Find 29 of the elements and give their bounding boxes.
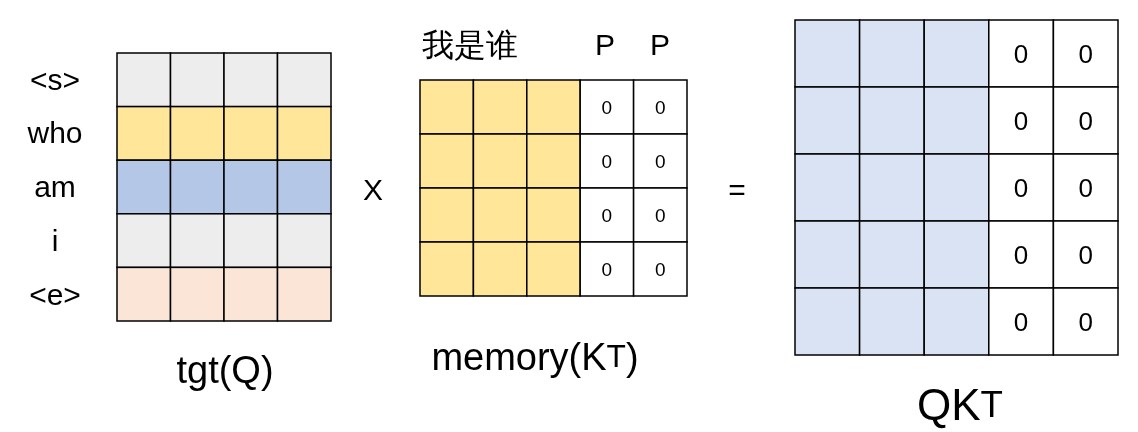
operator-symbol: X bbox=[362, 172, 384, 208]
cell-value: 0 bbox=[600, 95, 614, 120]
cell-value: 0 bbox=[1077, 37, 1094, 71]
cell-value: 0 bbox=[1012, 104, 1030, 138]
row-label: <s> bbox=[28, 62, 81, 98]
row-label: i bbox=[50, 223, 60, 259]
matrix-caption: tgt(Q) bbox=[175, 348, 275, 393]
cell-value: 0 bbox=[600, 149, 614, 174]
cell-value: 0 bbox=[654, 149, 667, 174]
cell-value: 0 bbox=[1077, 104, 1094, 138]
cell-value: 0 bbox=[654, 203, 667, 228]
cell-value: 0 bbox=[600, 203, 614, 228]
column-header: 我是谁 bbox=[421, 25, 519, 65]
cell-value: 0 bbox=[1012, 37, 1030, 71]
column-header: P bbox=[594, 27, 616, 63]
cell-value: 0 bbox=[1077, 171, 1094, 205]
cell-value: 0 bbox=[1077, 305, 1094, 339]
cell-value: 0 bbox=[1012, 305, 1030, 339]
row-label: <e> bbox=[28, 277, 82, 313]
operator-symbol: = bbox=[727, 172, 747, 208]
row-label: who bbox=[26, 115, 84, 151]
cell-value: 0 bbox=[1077, 238, 1094, 272]
row-label: am bbox=[33, 169, 77, 205]
cell-value: 0 bbox=[654, 257, 667, 282]
cell-value: 0 bbox=[1012, 238, 1030, 272]
column-header: P bbox=[649, 27, 671, 63]
cell-value: 0 bbox=[1012, 171, 1030, 205]
cell-value: 0 bbox=[654, 95, 667, 120]
cell-value: 0 bbox=[600, 257, 614, 282]
